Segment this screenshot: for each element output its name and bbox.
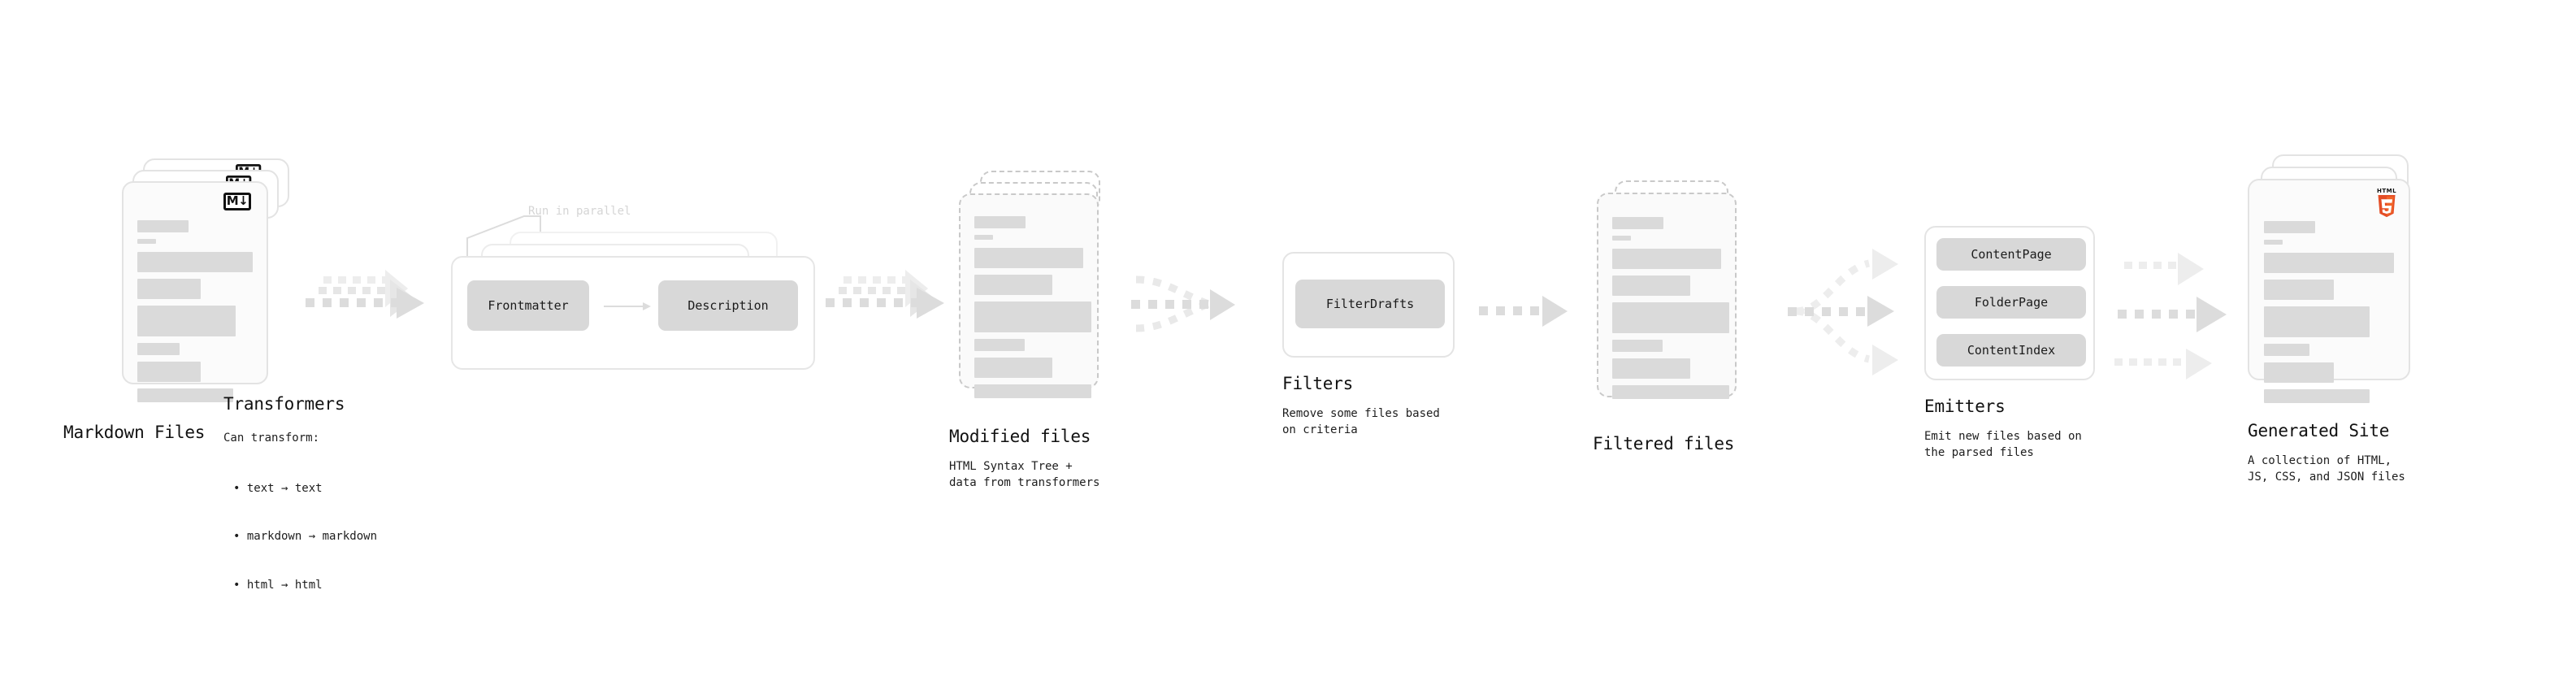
content-bar	[1612, 249, 1721, 269]
html5-icon-shield	[2375, 195, 2398, 218]
transformers-description: Can transform:	[223, 432, 320, 445]
filters-group-box: FilterDrafts	[1282, 252, 1455, 358]
modified-card-content	[974, 216, 1091, 398]
transformer-group-front: Frontmatter Description	[451, 256, 815, 370]
generated-site-caption: Generated Site	[2248, 421, 2390, 440]
content-bar	[2264, 362, 2334, 383]
arrow-modified-to-filters	[1131, 268, 1269, 341]
filter-step-filterdrafts-label: FilterDrafts	[1325, 297, 1415, 311]
markdown-card-content	[137, 220, 253, 402]
emitters-caption: Emitters	[1924, 397, 2006, 416]
stage-modified-files: Modified files HTML Syntax Tree + data f…	[949, 171, 1138, 489]
site-card-stack: CSS HTML	[2248, 154, 2435, 403]
generated-site-description: A collection of HTML, JS, CSS, and JSON …	[2248, 454, 2405, 484]
content-bar	[974, 216, 1026, 228]
content-bar	[2264, 221, 2315, 233]
content-bar	[1612, 385, 1729, 399]
content-bar	[2264, 280, 2334, 300]
emitter-step-contentindex[interactable]: ContentIndex	[1936, 334, 2086, 367]
filters-caption: Filters	[1282, 374, 1354, 393]
emitter-step-folderpage[interactable]: FolderPage	[1936, 286, 2086, 319]
content-bar	[1612, 236, 1631, 241]
html5-icon-word: HTML	[2376, 188, 2397, 194]
transformer-step-frontmatter[interactable]: Frontmatter	[467, 280, 589, 331]
content-bar	[2264, 253, 2394, 273]
content-bar	[2264, 240, 2283, 245]
markdown-icon-label: M	[226, 193, 239, 208]
content-bar	[137, 343, 180, 355]
content-bar	[137, 252, 253, 272]
content-bar	[137, 220, 189, 232]
transformer-step-description[interactable]: Description	[658, 280, 798, 331]
emitters-group-box: ContentPage FolderPage ContentIndex	[1924, 226, 2095, 380]
content-bar	[974, 301, 1091, 332]
arrow-filtered-to-emitters	[1788, 237, 1934, 384]
content-bar	[137, 279, 201, 299]
stage-filtered-files: Filtered files	[1593, 180, 1767, 453]
parallel-bracket	[466, 215, 541, 257]
transformers-bullets: • text → text • markdown → markdown • ht…	[233, 449, 377, 627]
content-bar	[974, 235, 993, 240]
modified-card-front	[959, 193, 1099, 398]
arrow-markdown-to-transformers	[301, 268, 447, 333]
transformers-caption: Transformers	[223, 394, 345, 414]
content-bar	[1612, 302, 1729, 333]
site-card-content	[2264, 221, 2394, 403]
filter-step-filterdrafts[interactable]: FilterDrafts	[1295, 280, 1445, 328]
content-bar	[137, 306, 236, 336]
transformer-inner-arrow	[604, 302, 651, 310]
arrow-filters-to-filtered	[1479, 291, 1585, 332]
markdown-files-caption: Markdown Files	[63, 423, 206, 442]
emitters-description: Emit new files based on the parsed files	[1924, 430, 2082, 459]
content-bar	[1612, 358, 1690, 379]
transformer-step-frontmatter-label: Frontmatter	[488, 298, 569, 313]
arrow-transformers-to-modified	[821, 268, 967, 333]
stage-generated-site: CSS HTML	[2248, 154, 2435, 484]
content-bar	[137, 388, 233, 402]
transformers-bullet-item: • html → html	[233, 579, 323, 592]
markdown-card-front: M↓	[122, 181, 268, 402]
emitter-step-contentindex-label: ContentIndex	[1967, 343, 2056, 358]
filtered-files-caption: Filtered files	[1593, 434, 1735, 453]
content-bar	[2264, 344, 2309, 356]
emitter-step-folderpage-label: FolderPage	[1974, 295, 2049, 310]
content-bar	[974, 248, 1083, 268]
content-bar	[1612, 217, 1663, 229]
arrow-emitters-to-site	[2113, 240, 2251, 386]
content-bar	[137, 362, 201, 382]
content-bar	[137, 239, 156, 244]
content-bar	[1612, 275, 1690, 296]
html5-icon: HTML	[2374, 189, 2399, 218]
filters-description: Remove some files based on criteria	[1282, 407, 1440, 436]
content-bar	[974, 275, 1052, 295]
content-bar	[974, 384, 1091, 398]
content-bar	[2264, 306, 2370, 337]
markdown-icon: M↓	[223, 193, 251, 210]
content-bar	[2264, 389, 2370, 403]
modified-files-caption: Modified files	[949, 427, 1091, 446]
site-card-front: HTML	[2248, 179, 2410, 403]
filtered-card-stack	[1597, 180, 1767, 416]
filtered-card-front	[1597, 193, 1737, 399]
content-bar	[974, 358, 1052, 378]
content-bar	[974, 339, 1025, 351]
transformers-bullet-item: • markdown → markdown	[233, 530, 378, 544]
emitter-step-contentpage[interactable]: ContentPage	[1936, 238, 2086, 271]
modified-card-stack	[959, 171, 1138, 406]
modified-files-description: HTML Syntax Tree + data from transformer…	[949, 460, 1100, 489]
transformers-bullet-item: • text → text	[233, 481, 323, 495]
emitter-step-contentpage-label: ContentPage	[1971, 247, 2052, 262]
transformer-step-description-label: Description	[687, 298, 769, 313]
markdown-card-stack: M↓ M↓ M↓	[122, 158, 309, 419]
content-bar	[1612, 340, 1663, 352]
filtered-card-content	[1612, 217, 1729, 399]
stage-markdown-files: M↓ M↓ M↓	[63, 158, 309, 442]
run-in-parallel-note: Run in parallel	[528, 205, 631, 218]
